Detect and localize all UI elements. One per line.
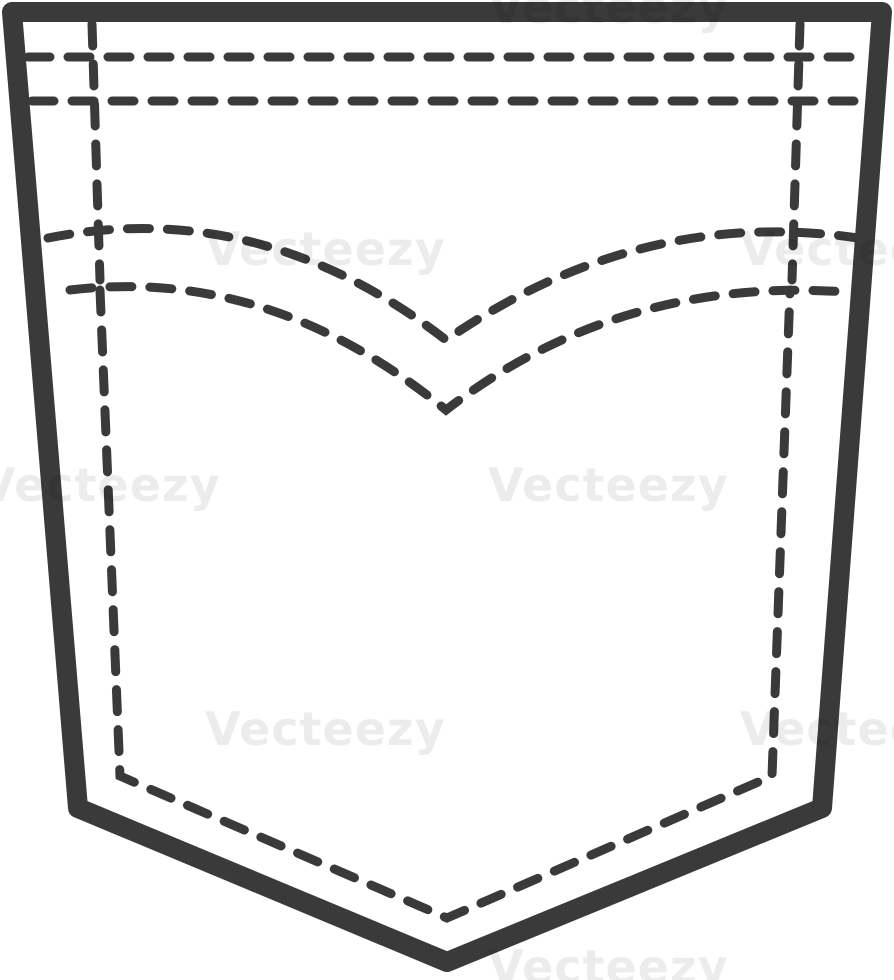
arcuate-stitch-lower bbox=[65, 282, 851, 416]
band-stitch-right bbox=[787, 19, 805, 285]
arcuate-stitch-upper bbox=[43, 224, 863, 346]
inner-stitch-border bbox=[95, 285, 795, 923]
band-stitch-left bbox=[87, 19, 105, 285]
